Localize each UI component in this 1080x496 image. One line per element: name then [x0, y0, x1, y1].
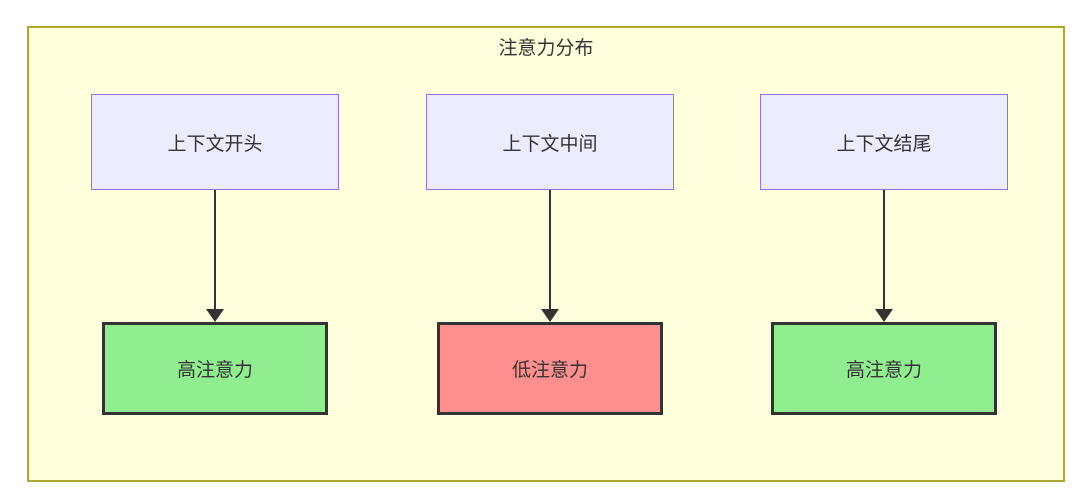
arrow-connector — [541, 190, 559, 322]
arrow-connector — [875, 190, 893, 322]
diagram-container: 注意力分布 上下文开头 高注意力 上下文中间 低注意力 上下文结尾 高注意力 — [27, 26, 1065, 482]
diagram-title: 注意力分布 — [498, 38, 594, 59]
node-context-middle: 上下文中间 — [426, 94, 674, 190]
node-attention-end: 高注意力 — [771, 322, 997, 415]
arrow-line — [214, 190, 216, 310]
arrow-line — [549, 190, 551, 310]
node-attention-middle: 低注意力 — [437, 322, 663, 415]
node-attention-start: 高注意力 — [102, 322, 328, 415]
arrow-connector — [206, 190, 224, 322]
arrowhead-icon — [875, 309, 893, 322]
arrowhead-icon — [206, 309, 224, 322]
arrowhead-icon — [541, 309, 559, 322]
arrow-line — [883, 190, 885, 310]
node-context-start: 上下文开头 — [91, 94, 339, 190]
node-context-end: 上下文结尾 — [760, 94, 1008, 190]
